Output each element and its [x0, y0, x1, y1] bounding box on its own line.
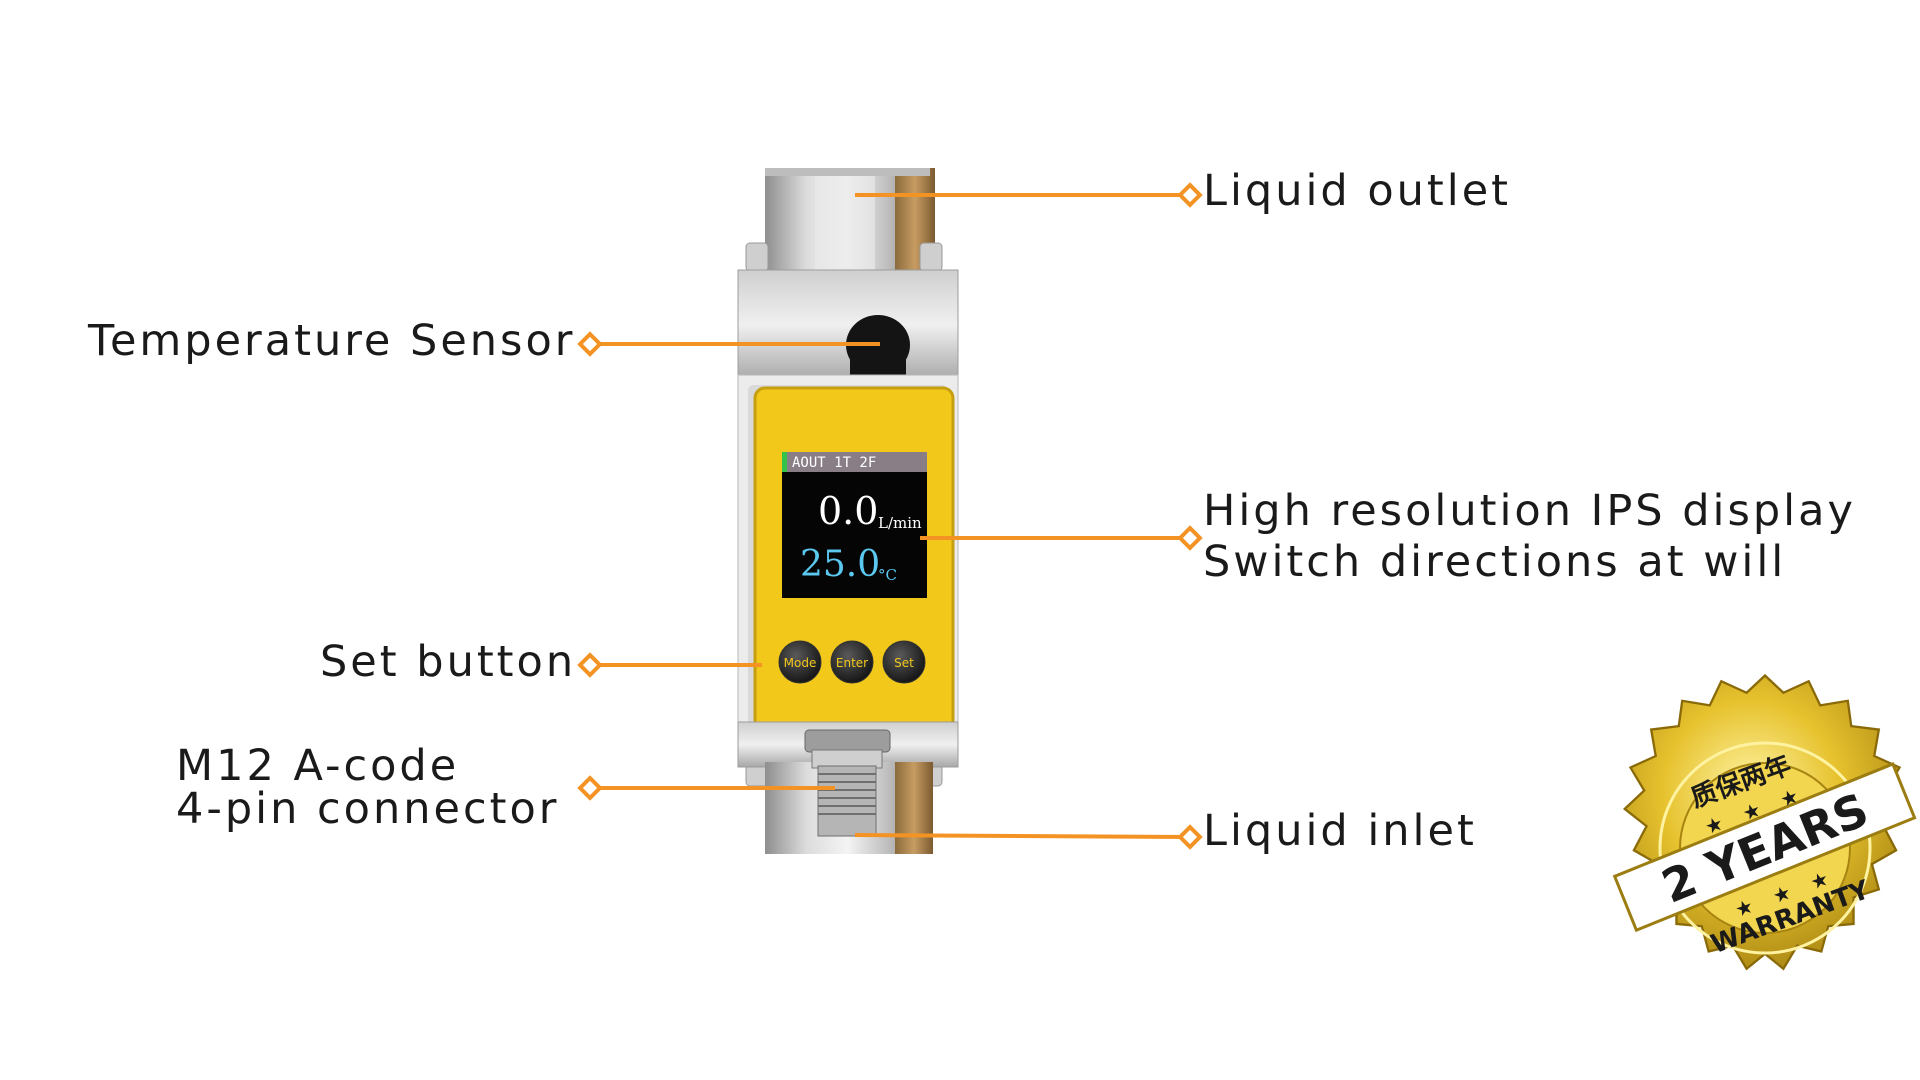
leader-liquid-inlet — [854, 833, 1191, 839]
upper-body-block — [737, 269, 959, 381]
device-button-set[interactable]: Set — [882, 640, 926, 684]
label-display: High resolution IPS display Switch direc… — [1203, 490, 1856, 584]
label-connector-line1: M12 A-code — [176, 741, 460, 791]
outlet-fitting — [765, 168, 935, 278]
marker-set-button — [577, 652, 603, 678]
m12-connector — [804, 729, 891, 837]
button-label-mode: Mode — [784, 656, 817, 670]
label-liquid-outlet: Liquid outlet — [1203, 166, 1512, 216]
device-button-enter[interactable]: Enter — [830, 640, 874, 684]
flow-reading: 0.0 — [818, 489, 878, 533]
label-connector-line2: 4-pin connector — [176, 784, 560, 834]
label-connector: M12 A-code 4-pin connector — [176, 745, 559, 831]
marker-liquid-outlet — [1177, 182, 1203, 208]
ips-display: AOUT 1T 2F 0.0 L/min 25.0 °C — [782, 452, 927, 598]
temperature-reading: 25.0 — [800, 544, 880, 585]
label-display-line1: High resolution IPS display — [1203, 486, 1856, 536]
device-button-mode[interactable]: Mode — [778, 640, 822, 684]
button-label-set: Set — [894, 656, 914, 670]
marker-temperature-sensor — [577, 331, 603, 357]
warranty-badge: 2 YEARS 质保两年 WARRANTY ★ ★ ★ ★ ★ ★ — [1612, 673, 1917, 971]
label-liquid-inlet: Liquid inlet — [1203, 806, 1477, 856]
button-label-enter: Enter — [836, 656, 868, 670]
label-set-button: Set button — [320, 637, 577, 687]
label-temperature-sensor: Temperature Sensor — [88, 316, 576, 366]
display-status-text: AOUT 1T 2F — [792, 455, 876, 471]
callout-markers — [577, 182, 1203, 850]
display-status-bar — [782, 452, 927, 472]
callout-leaders — [590, 193, 1191, 839]
marker-liquid-inlet — [1177, 824, 1203, 850]
mounting-screws — [745, 242, 943, 787]
marker-display — [1177, 525, 1203, 551]
marker-connector — [577, 775, 603, 801]
flow-unit: L/min — [878, 514, 922, 532]
flow-meter-device: AOUT 1T 2F 0.0 L/min 25.0 °C Mode Enter … — [737, 168, 959, 854]
temperature-unit: °C — [878, 566, 897, 584]
label-display-line2: Switch directions at will — [1203, 537, 1787, 587]
